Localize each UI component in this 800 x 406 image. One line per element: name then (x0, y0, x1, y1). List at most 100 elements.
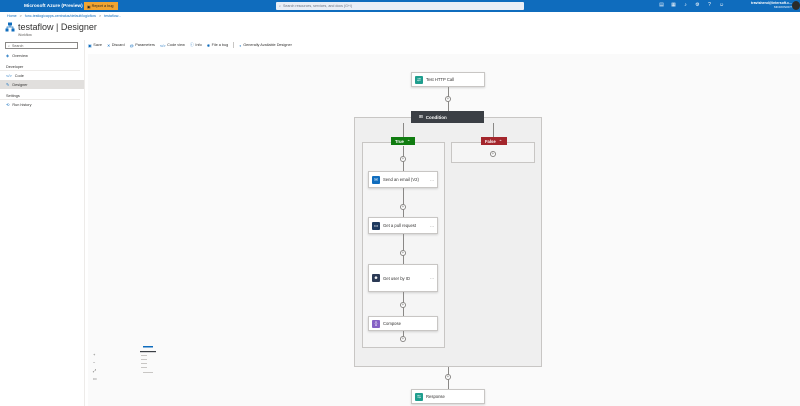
more-icon[interactable]: ··· (430, 223, 434, 228)
history-icon: ⟲ (6, 102, 10, 107)
workflow-icon (5, 22, 15, 32)
settings-icon[interactable]: ⚙ (695, 2, 700, 8)
zoom-in-icon[interactable]: + (93, 352, 96, 357)
add-step-button[interactable]: + (400, 204, 406, 210)
parameters-button[interactable]: @Parameters (130, 42, 155, 48)
false-branch-label[interactable]: False ⌃ (481, 137, 507, 145)
discard-button[interactable]: ✕Discard (107, 42, 125, 48)
nav-item-designer[interactable]: ✎ Designer (0, 80, 84, 89)
generally-available-label: Generally Available Designer (243, 43, 292, 47)
designer-toolbar: ▣Save ✕Discard @Parameters </>Code view … (88, 42, 292, 48)
search-icon: ⌕ (8, 43, 11, 48)
action-card-send-email[interactable]: ✉ Send an email (V2) ··· (368, 171, 438, 188)
connector (403, 331, 404, 338)
action-label: Get a pull request (383, 223, 417, 228)
feedback-icon[interactable]: ☺ (718, 2, 725, 8)
add-step-button[interactable]: + (445, 96, 451, 102)
bug-icon: ▣ (87, 4, 91, 9)
avatar[interactable] (792, 1, 800, 10)
generally-available-button[interactable]: ◐Generally Available Designer (239, 42, 292, 48)
title-row: testaflow | Designer (5, 22, 97, 32)
info-label: Info (195, 43, 202, 47)
add-step-button[interactable]: + (400, 250, 406, 256)
breadcrumb: Home > func-testlogicapps-centralus/defa… (7, 14, 121, 18)
search-icon: ⌕ (279, 4, 282, 8)
fit-view-icon[interactable]: ⤢ (93, 368, 97, 373)
user-icon: ☻ (372, 274, 380, 282)
nav-item-overview[interactable]: ◈ Overview (0, 51, 84, 60)
response-icon: ⇆ (415, 392, 423, 401)
save-icon: ▣ (88, 42, 92, 48)
more-icon[interactable]: ··· (430, 177, 434, 182)
top-icons: ▤ ▦ ♪ ⚙ ? ☺ (658, 2, 725, 9)
false-label: False (485, 138, 496, 144)
toolbar-divider (233, 42, 235, 48)
compose-icon: {} (372, 319, 380, 328)
add-step-button[interactable]: + (400, 302, 406, 308)
add-step-button[interactable]: + (400, 156, 406, 162)
info-icon: ⓘ (189, 42, 194, 47)
true-branch-label[interactable]: True ⌃ (391, 137, 415, 145)
connector (493, 123, 494, 139)
user-account[interactable]: travishend@intersoft.c... MICROSOFT (737, 1, 792, 9)
collapse-icon: ⌃ (498, 138, 503, 144)
action-card-pull-request[interactable]: ▭ Get a pull request ··· (368, 217, 438, 234)
condition-label: Condition (425, 114, 447, 120)
file-bug-button[interactable]: ✱File a bug (207, 42, 229, 48)
brand-title[interactable]: Microsoft Azure (Preview) (24, 3, 83, 9)
discard-icon: ✕ (106, 42, 111, 48)
help-icon[interactable]: ? (708, 2, 711, 8)
search-placeholder: Search resources, services, and docs (G+… (283, 4, 353, 8)
designer-icon: ✎ (6, 82, 10, 87)
code-icon: </> (159, 42, 166, 48)
parameters-label: Parameters (135, 43, 155, 47)
more-icon[interactable]: ··· (430, 275, 434, 281)
add-false-action-button[interactable]: + (490, 151, 496, 157)
nav-item-label: Overview (12, 53, 28, 58)
zoom-out-icon[interactable]: − (93, 360, 96, 365)
parameters-icon: @ (129, 42, 134, 48)
breadcrumb-separator: > (99, 14, 102, 18)
report-bug-button[interactable]: ▣ Report a bug (84, 2, 118, 10)
connector (403, 123, 404, 139)
notifications-icon[interactable]: ♪ (684, 2, 687, 8)
user-directory: MICROSOFT (774, 5, 792, 9)
nav-item-run-history[interactable]: ⟲ Run history (0, 100, 84, 109)
discard-label: Discard (111, 43, 125, 47)
nav-search-placeholder: Search (12, 43, 24, 48)
code-view-label: Code view (167, 43, 185, 47)
condition-icon: ⊞ (419, 114, 423, 119)
http-icon: ⇄ (415, 75, 423, 84)
response-card[interactable]: ⇆ Response (411, 389, 485, 404)
code-view-button[interactable]: </>Code view (160, 42, 185, 48)
cloud-shell-icon[interactable]: ▤ (659, 2, 664, 8)
action-label: Get user by ID (383, 275, 410, 281)
action-card-compose[interactable]: {} Compose (368, 316, 438, 331)
devops-icon: ▭ (372, 221, 380, 230)
minimap-toggle-icon[interactable]: ▭ (93, 376, 97, 381)
breadcrumb-resource[interactable]: func-testlogicapps-centralus/default/log… (24, 14, 97, 18)
report-bug-label: Report a bug (91, 4, 114, 8)
condition-header[interactable]: ⊞ Condition (411, 111, 484, 123)
canvas-controls: + − ⤢ ▭ (93, 342, 205, 404)
nav-section-settings: Settings (0, 93, 80, 100)
code-icon: </> (6, 73, 12, 78)
add-step-button[interactable]: + (400, 336, 406, 342)
save-label: Save (93, 43, 102, 47)
trigger-card[interactable]: ⇄ Test HTTP Call (411, 72, 485, 87)
nav-item-code[interactable]: </> Code (0, 71, 84, 80)
bug-icon: ✱ (206, 42, 211, 48)
add-step-button[interactable]: + (445, 374, 451, 380)
directory-filter-icon[interactable]: ▦ (671, 2, 676, 8)
save-button[interactable]: ▣Save (88, 42, 102, 48)
user-email: travishend@intersoft.c... (751, 1, 792, 5)
breadcrumb-home[interactable]: Home (7, 14, 17, 18)
breadcrumb-workflow[interactable]: testaflow... (104, 14, 122, 18)
global-search-input[interactable]: ⌕ Search resources, services, and docs (… (276, 2, 524, 10)
true-label: True (395, 138, 404, 144)
action-card-get-user[interactable]: ☻ Get user by ID ··· (368, 264, 438, 292)
file-bug-label: File a bug (211, 43, 229, 47)
nav-search-input[interactable]: ⌕ Search (5, 42, 78, 49)
minimap[interactable] (123, 344, 183, 388)
